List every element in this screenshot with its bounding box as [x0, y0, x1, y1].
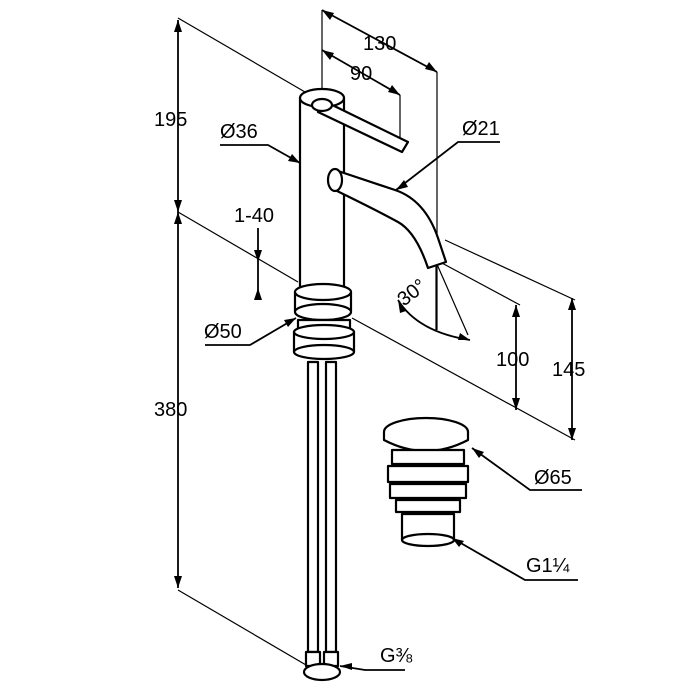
- label-spout-top-height: 145: [552, 359, 585, 381]
- label-hose-thread: G⅜: [380, 645, 413, 667]
- label-height-above-deck: 195: [154, 109, 187, 131]
- base-rings: [292, 282, 356, 361]
- label-base-diameter: Ø50: [204, 321, 242, 343]
- dimension-lines: [174, 9, 576, 588]
- label-lever-reach: 90: [350, 63, 372, 85]
- label-waste-diameter: Ø65: [534, 467, 572, 489]
- label-deck-thickness: 1-40: [234, 205, 274, 227]
- spout: [326, 167, 448, 270]
- label-spout-outlet-height: 100: [496, 349, 529, 371]
- dimension-labels: 130 90 195 Ø36 Ø21 1-40 30° Ø50 100 145 …: [154, 33, 585, 667]
- leader-lines: [205, 141, 582, 671]
- angle-indicator: [397, 261, 471, 341]
- label-body-diameter: Ø36: [220, 121, 258, 143]
- extension-lines: [177, 10, 576, 673]
- supply-hoses: [302, 360, 342, 682]
- label-spout-diameter: Ø21: [462, 118, 500, 140]
- pop-up-waste: [382, 416, 470, 548]
- label-waste-thread: G1¼: [526, 555, 570, 577]
- label-overall-reach: 130: [363, 33, 396, 55]
- label-hose-length: 380: [154, 399, 187, 421]
